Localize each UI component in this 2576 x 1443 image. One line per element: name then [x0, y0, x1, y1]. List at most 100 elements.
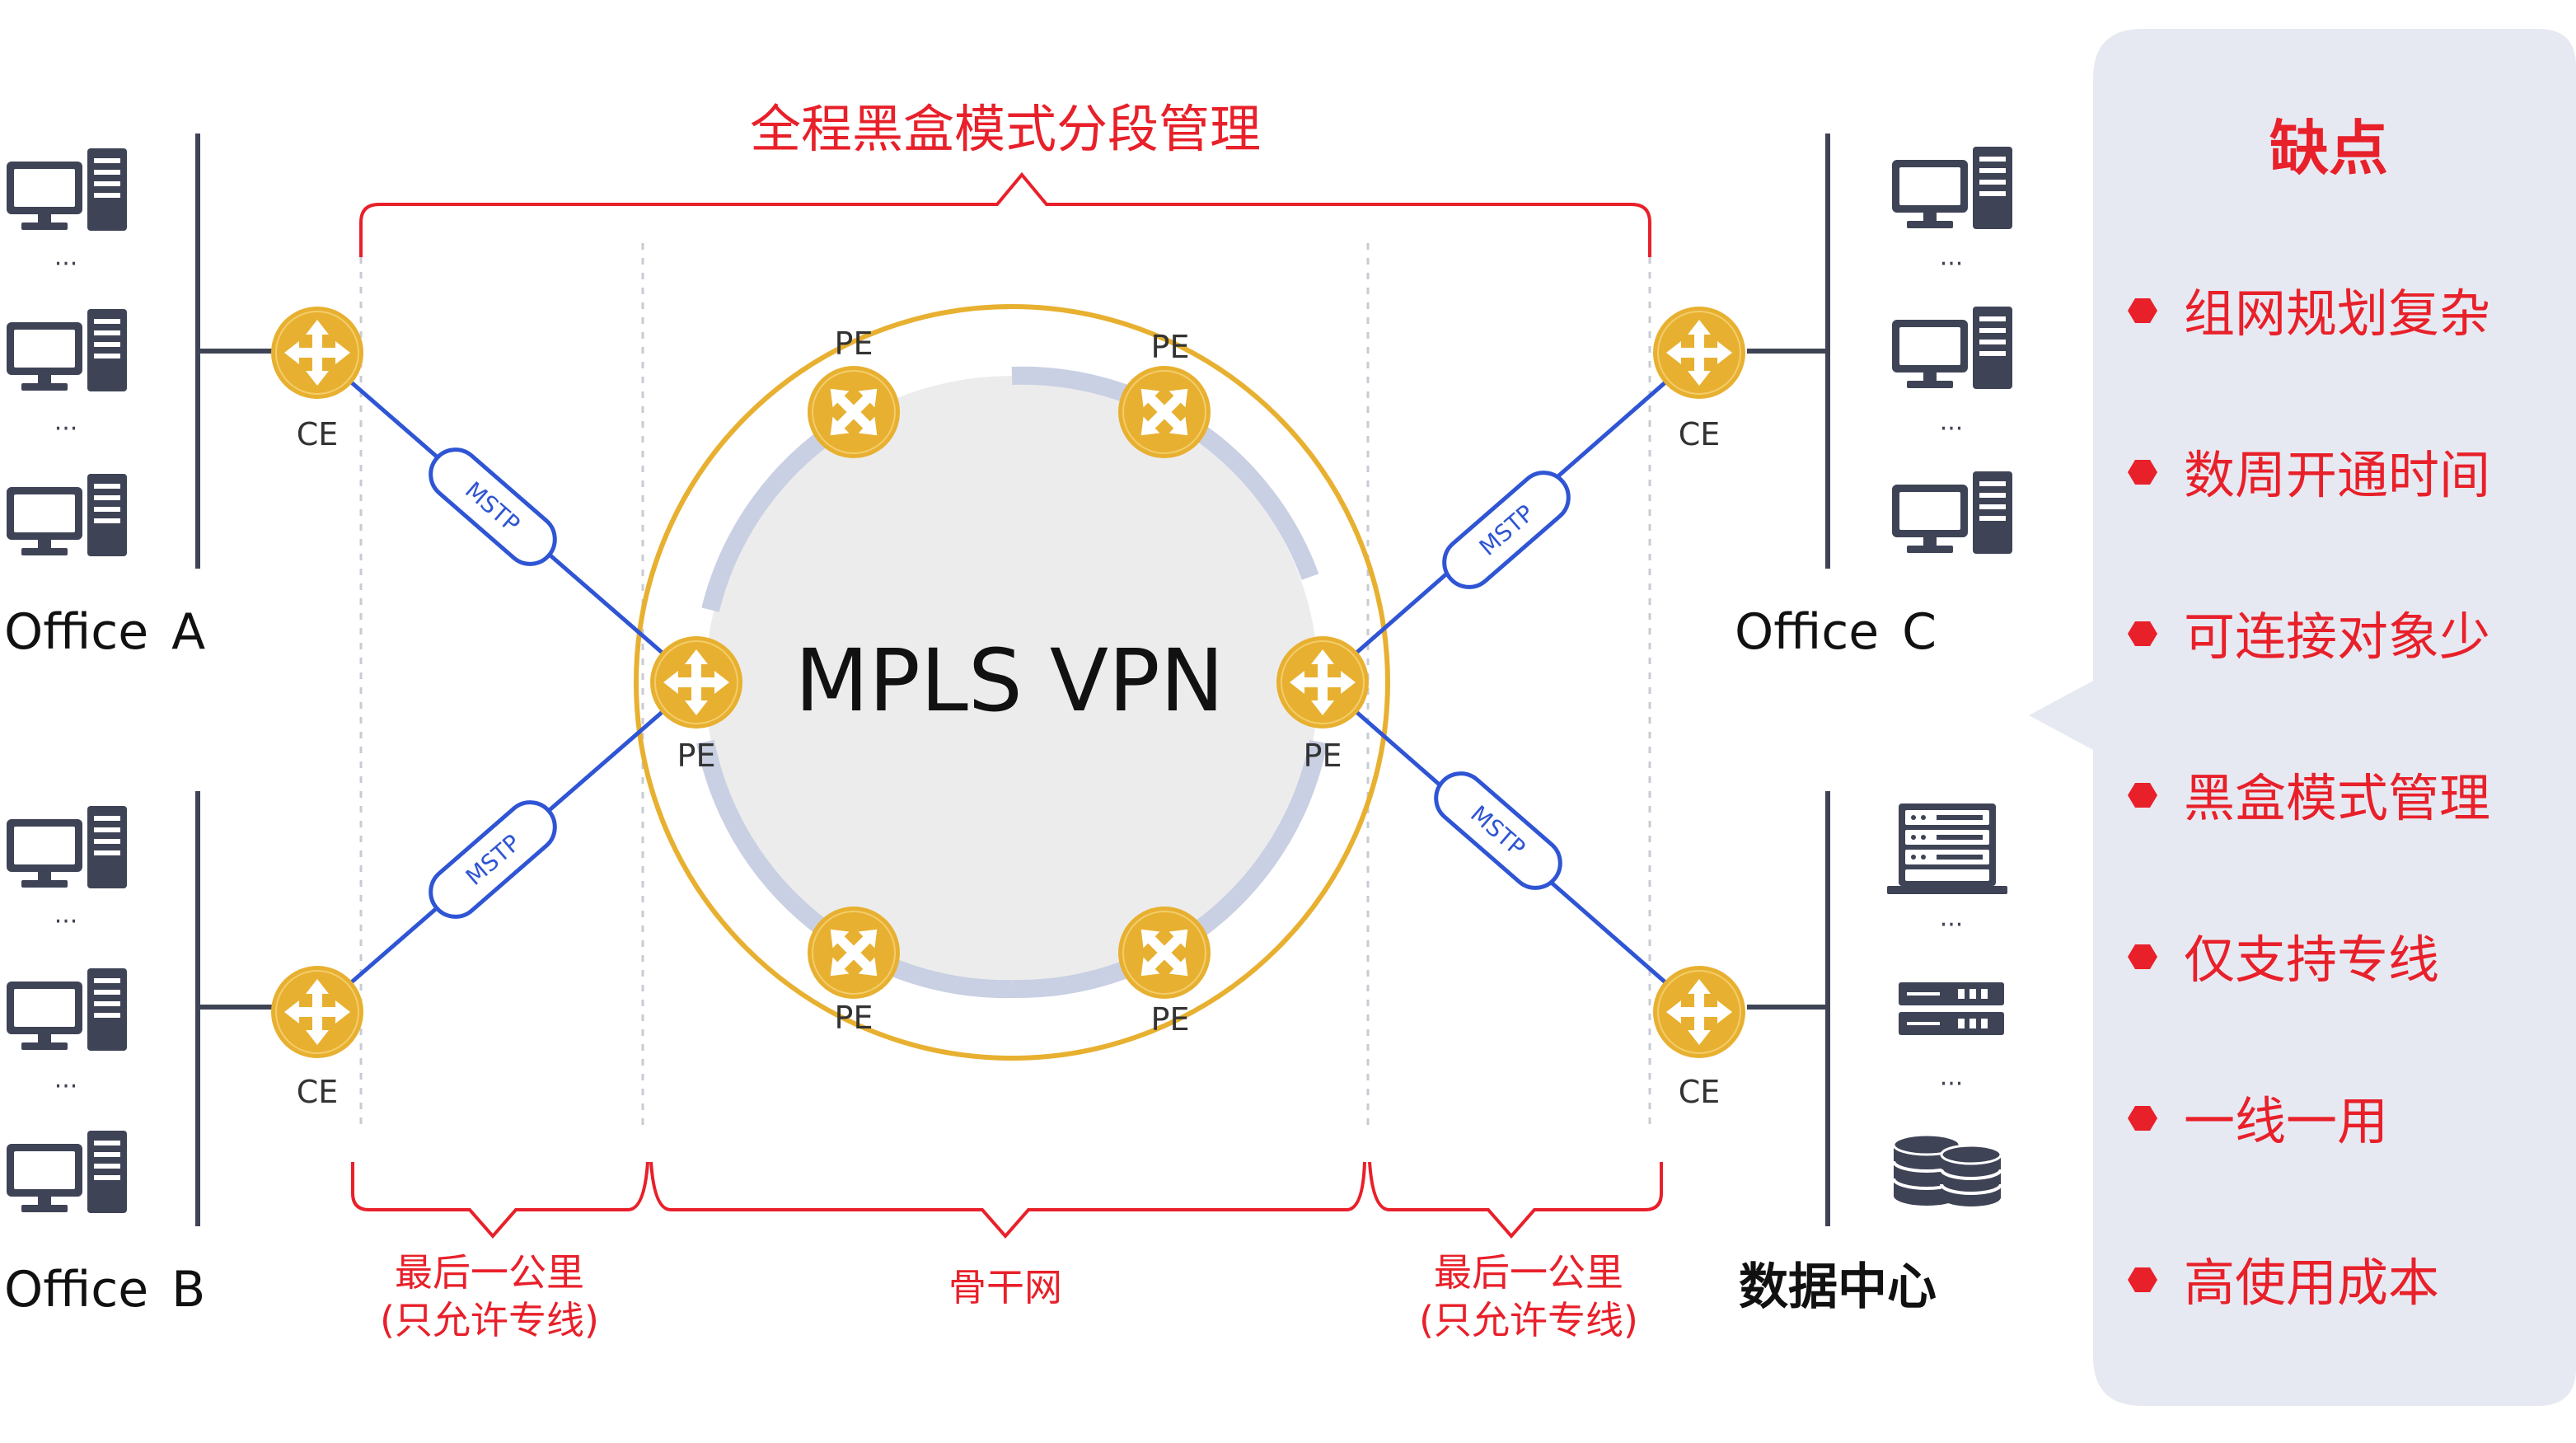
router-label: CE: [297, 1074, 339, 1110]
office-name: Office C: [1735, 603, 1937, 661]
core-arc: [696, 739, 1013, 999]
router-icon: [270, 306, 364, 400]
panel-item: 组网规划复杂: [2128, 283, 2490, 344]
panel-item: 高使用成本: [2128, 1253, 2439, 1313]
office-name-word: Office: [4, 603, 148, 661]
panel-item-label: 一线一用: [2184, 1091, 2388, 1151]
segment-label-left-line2: (只允许专线): [380, 1298, 599, 1342]
desktop-pc-icon: [1892, 471, 2012, 554]
core-inner-disc: [705, 376, 1318, 989]
ellipsis: ···: [54, 415, 78, 443]
office-b: ··· ··· Office B: [4, 791, 276, 1319]
segment-label-right-line2: (只允许专线): [1419, 1298, 1638, 1342]
desktop-pc-icon: [7, 474, 127, 556]
pe-router: PE: [1117, 905, 1212, 1038]
panel-item-label: 高使用成本: [2184, 1253, 2439, 1313]
panel-item-label: 可连接对象少: [2184, 607, 2490, 667]
router-label: PE: [677, 738, 716, 774]
drawbacks-panel: 缺点 组网规划复杂 数周开通时间 可连接对象少 黑盒模式管理 仅支持专线: [2029, 29, 2576, 1406]
office-name-letter: C: [1902, 603, 1937, 661]
router-icon: [1652, 965, 1746, 1059]
core-arc: [1011, 739, 1328, 999]
desktop-pc-icon: [7, 309, 127, 391]
ce-router: CE: [1652, 306, 1746, 452]
datacenter: ··· ··· 数据中心: [1739, 791, 2007, 1316]
desktop-pc-icon: [7, 968, 127, 1051]
desktop-pc-icon: [7, 806, 127, 888]
panel-item: 黑盒模式管理: [2128, 768, 2490, 828]
hexagon-bullet-icon: [2128, 944, 2157, 969]
segment-label-right-line1: 最后一公里: [1434, 1250, 1623, 1295]
office-name-word: Office: [1735, 603, 1879, 661]
segment-label-middle: 骨干网: [948, 1265, 1062, 1309]
desktop-pc-icon: [1892, 307, 2012, 389]
panel-item-label: 组网规划复杂: [2184, 283, 2490, 344]
ellipsis: ···: [54, 250, 78, 279]
panel-title: 缺点: [2269, 114, 2388, 183]
router-label: PE: [1304, 738, 1342, 774]
hexagon-bullet-icon: [2128, 460, 2157, 485]
panel-items: 组网规划复杂 数周开通时间 可连接对象少 黑盒模式管理 仅支持专线 一线一用: [2128, 283, 2490, 1313]
office-a: ··· ··· Office A: [4, 134, 276, 661]
router-icon: [649, 635, 743, 729]
core-outer-ring: [634, 304, 1390, 1061]
server-rack-icon: [1887, 803, 2007, 894]
database-icon: [1892, 1133, 2002, 1208]
router-icon: [270, 965, 364, 1059]
mstp-capsule: MSTP: [429, 800, 557, 919]
segment-bracket-middle: [649, 1161, 1366, 1239]
ce-router: CE: [1652, 965, 1746, 1110]
ce-router: CE: [270, 306, 364, 452]
ellipsis: ···: [54, 1072, 78, 1101]
ellipsis: ···: [1940, 415, 1964, 443]
office-name-letter: A: [171, 603, 205, 661]
ellipsis: ···: [54, 907, 78, 936]
pe-router: PE: [806, 326, 902, 460]
desktop-pc-icon: [7, 1131, 127, 1213]
desktop-pc-icon: [1892, 147, 2012, 229]
top-bracket-label: 全程黑盒模式分段管理: [750, 99, 1261, 159]
office-name: Office B: [4, 1261, 205, 1319]
hexagon-bullet-icon: [2128, 1267, 2157, 1292]
panel-item-label: 黑盒模式管理: [2184, 768, 2490, 828]
hexagon-bullet-icon: [2128, 783, 2157, 808]
mstp-capsule: MSTP: [1442, 471, 1571, 589]
pe-router: PE: [806, 905, 902, 1036]
top-bracket-line: [359, 171, 1651, 257]
segment-bracket-left: [351, 1161, 649, 1239]
top-bracket: 全程黑盒模式分段管理: [359, 99, 1651, 257]
segment-bracket-right: [1368, 1161, 1663, 1239]
pe-router: PE: [1276, 635, 1370, 774]
router-label: PE: [1151, 329, 1190, 365]
mpls-core: MPLS VPN: [634, 304, 1390, 1061]
panel-item: 仅支持专线: [2128, 930, 2439, 990]
ellipsis: ···: [1940, 911, 1964, 939]
panel-item-label: 仅支持专线: [2184, 930, 2439, 990]
desktop-pc-icon: [7, 148, 127, 231]
mstp-capsule: MSTP: [429, 447, 557, 566]
segment-dividers: [359, 243, 1651, 1129]
office-name: Office A: [4, 603, 205, 661]
hexagon-bullet-icon: [2128, 1106, 2157, 1131]
router-label: CE: [1679, 1074, 1721, 1110]
hexagon-bullet-icon: [2128, 298, 2157, 323]
router-label: CE: [297, 416, 339, 452]
pe-router: PE: [649, 635, 743, 774]
ce-router: CE: [270, 965, 364, 1110]
panel-callout: [2029, 29, 2576, 1406]
office-name-word: Office: [4, 1261, 148, 1319]
panel-item: 一线一用: [2128, 1091, 2388, 1151]
ellipsis: ···: [1940, 1070, 1964, 1099]
office-name-letter: B: [171, 1261, 205, 1319]
router-icon: [1652, 306, 1746, 400]
segment-label-left-line1: 最后一公里: [395, 1250, 584, 1295]
router-icon: [1276, 635, 1370, 729]
router-label: PE: [835, 326, 873, 362]
router-label: PE: [835, 1000, 873, 1036]
pe-router: PE: [1117, 329, 1212, 460]
router-label: CE: [1679, 416, 1721, 452]
datacenter-label: 数据中心: [1739, 1258, 1937, 1316]
mstp-capsule: MSTP: [1434, 771, 1562, 890]
bottom-brackets: 最后一公里 (只允许专线) 骨干网 最后一公里 (只允许专线): [351, 1161, 1663, 1342]
